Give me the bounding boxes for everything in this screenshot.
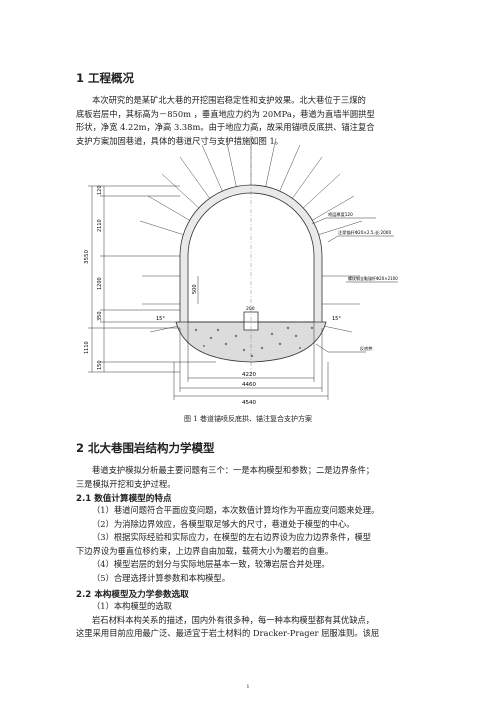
text-line: （5）合理选择计算参数和本构模型。 [92,572,231,583]
tunnel-support-diagram: 500 200 3550 120 2110 1200 350 1110 150 … [84,128,398,406]
concrete-dots [194,326,314,358]
text-line: 岩石材料本构关系的描述，国内外有很多种，每一种本构模型都有其优缺点， [92,614,375,625]
angle-left: 15° [156,316,165,322]
text-line: 支护方案加固巷道，具体的巷道尺寸与支护措施如图 1。 [76,135,284,146]
text-line: 下边界设为垂直位移约束，上边界自由加载，载荷大小为覆岩的自重。 [76,545,334,556]
subsection-2-2-heading: 2.2 本构模型及力学参数选取 [76,590,189,600]
drain-box [243,311,259,331]
dim-500: 500 [192,284,198,294]
subsection-2-1-heading: 2.1 数值计算模型的特点 [76,494,172,504]
figure-caption: 图 1 巷道锚喷反底拱、锚注复合支护方案 [184,415,312,423]
label-grout-bolt: 注浆锚杆Φ20×2.5,长:2000 [338,229,391,236]
left-dimension-lines [88,185,216,373]
subsection-2-1-body: （1）巷道问题符合平面应变问题，本次数值计算均作为平面应变问题来处理。 （2）为… [76,504,428,586]
subsection-2-2-body: （1）本构模型的选取 岩石材料本构关系的描述，国内外有很多种，每一种本构模型都有… [76,600,428,641]
section1-paragraph: 本次研究的是某矿北大巷的开挖围岩稳定性和支护效果。北大巷位于三煤的 底板岩层中，… [76,94,428,148]
text-line: （2）为消除边界效应，各模型取足够大的尺寸，巷道处于模型的中心。 [92,518,355,529]
text-line: 巷道支护模拟分析最主要问题有三个：一是本构模型和参数；二是边界条件； [92,465,375,475]
angle-right: 15° [332,316,341,322]
text-line: 底板岩层中，其标高为－850m ，垂直地应力约为 20MPa，巷道为直墙半圆拱型 [76,108,375,119]
section2-intro: 巷道支护模拟分析最主要问题有三个：一是本构模型和参数；二是边界条件； 三是模拟开… [76,464,428,491]
text-line: 本次研究的是某矿北大巷的开挖围岩稳定性和支护效果。北大巷位于三煤的 [92,95,366,105]
text-line: （1）巷道问题符合平面应变问题，本次数值计算均作为平面应变问题来处理。 [92,505,380,515]
label-inverted-arch: 反底拱 [360,345,373,352]
dim-4540: 4540 [242,400,256,406]
label-shotcrete: 喷层厚度120 [328,211,353,218]
dim-150: 150 [97,360,103,370]
dim-4220: 4220 [242,372,256,378]
dim-2110: 2110 [97,219,103,232]
text-line: 三是模拟开挖和支护过程。 [76,478,176,489]
text-line: （4）模型岩层的划分与实际地层基本一致，较薄岩层合并处理。 [92,559,330,570]
label-rebar-bolt: 螺纹钢全黏锚杆Φ20×2100 [348,275,398,281]
text-line: 形状，净宽 4.22m，净高 3.38m。由于地应力高，故采用锚喷反底拱、锚注复… [76,122,375,133]
dim-1200: 1200 [97,277,103,290]
dim-3550: 3550 [84,250,90,264]
text-line: （3）根据实际经验和实际应力，在模型的左右边界设为应力边界条件，模型 [92,532,372,543]
bottom-dimension-lines [173,322,329,400]
section1-heading: 1 工程概况 [76,71,135,85]
section2-heading: 2 北大巷围岩结构力学模型 [76,441,215,455]
text-line: 这里采用目前应用最广泛、最适宜于岩土材料的 Dracker-Prager 屈服准… [76,628,380,639]
dim-350: 350 [97,311,103,321]
callout-leaders [311,217,398,353]
dim-200: 200 [246,306,255,312]
dim-120: 120 [97,185,103,195]
dim-1110: 1110 [84,341,90,354]
page-number: 1 [246,684,250,690]
dim-4460: 4460 [242,382,256,388]
text-line: （1）本构模型的选取 [92,601,172,611]
